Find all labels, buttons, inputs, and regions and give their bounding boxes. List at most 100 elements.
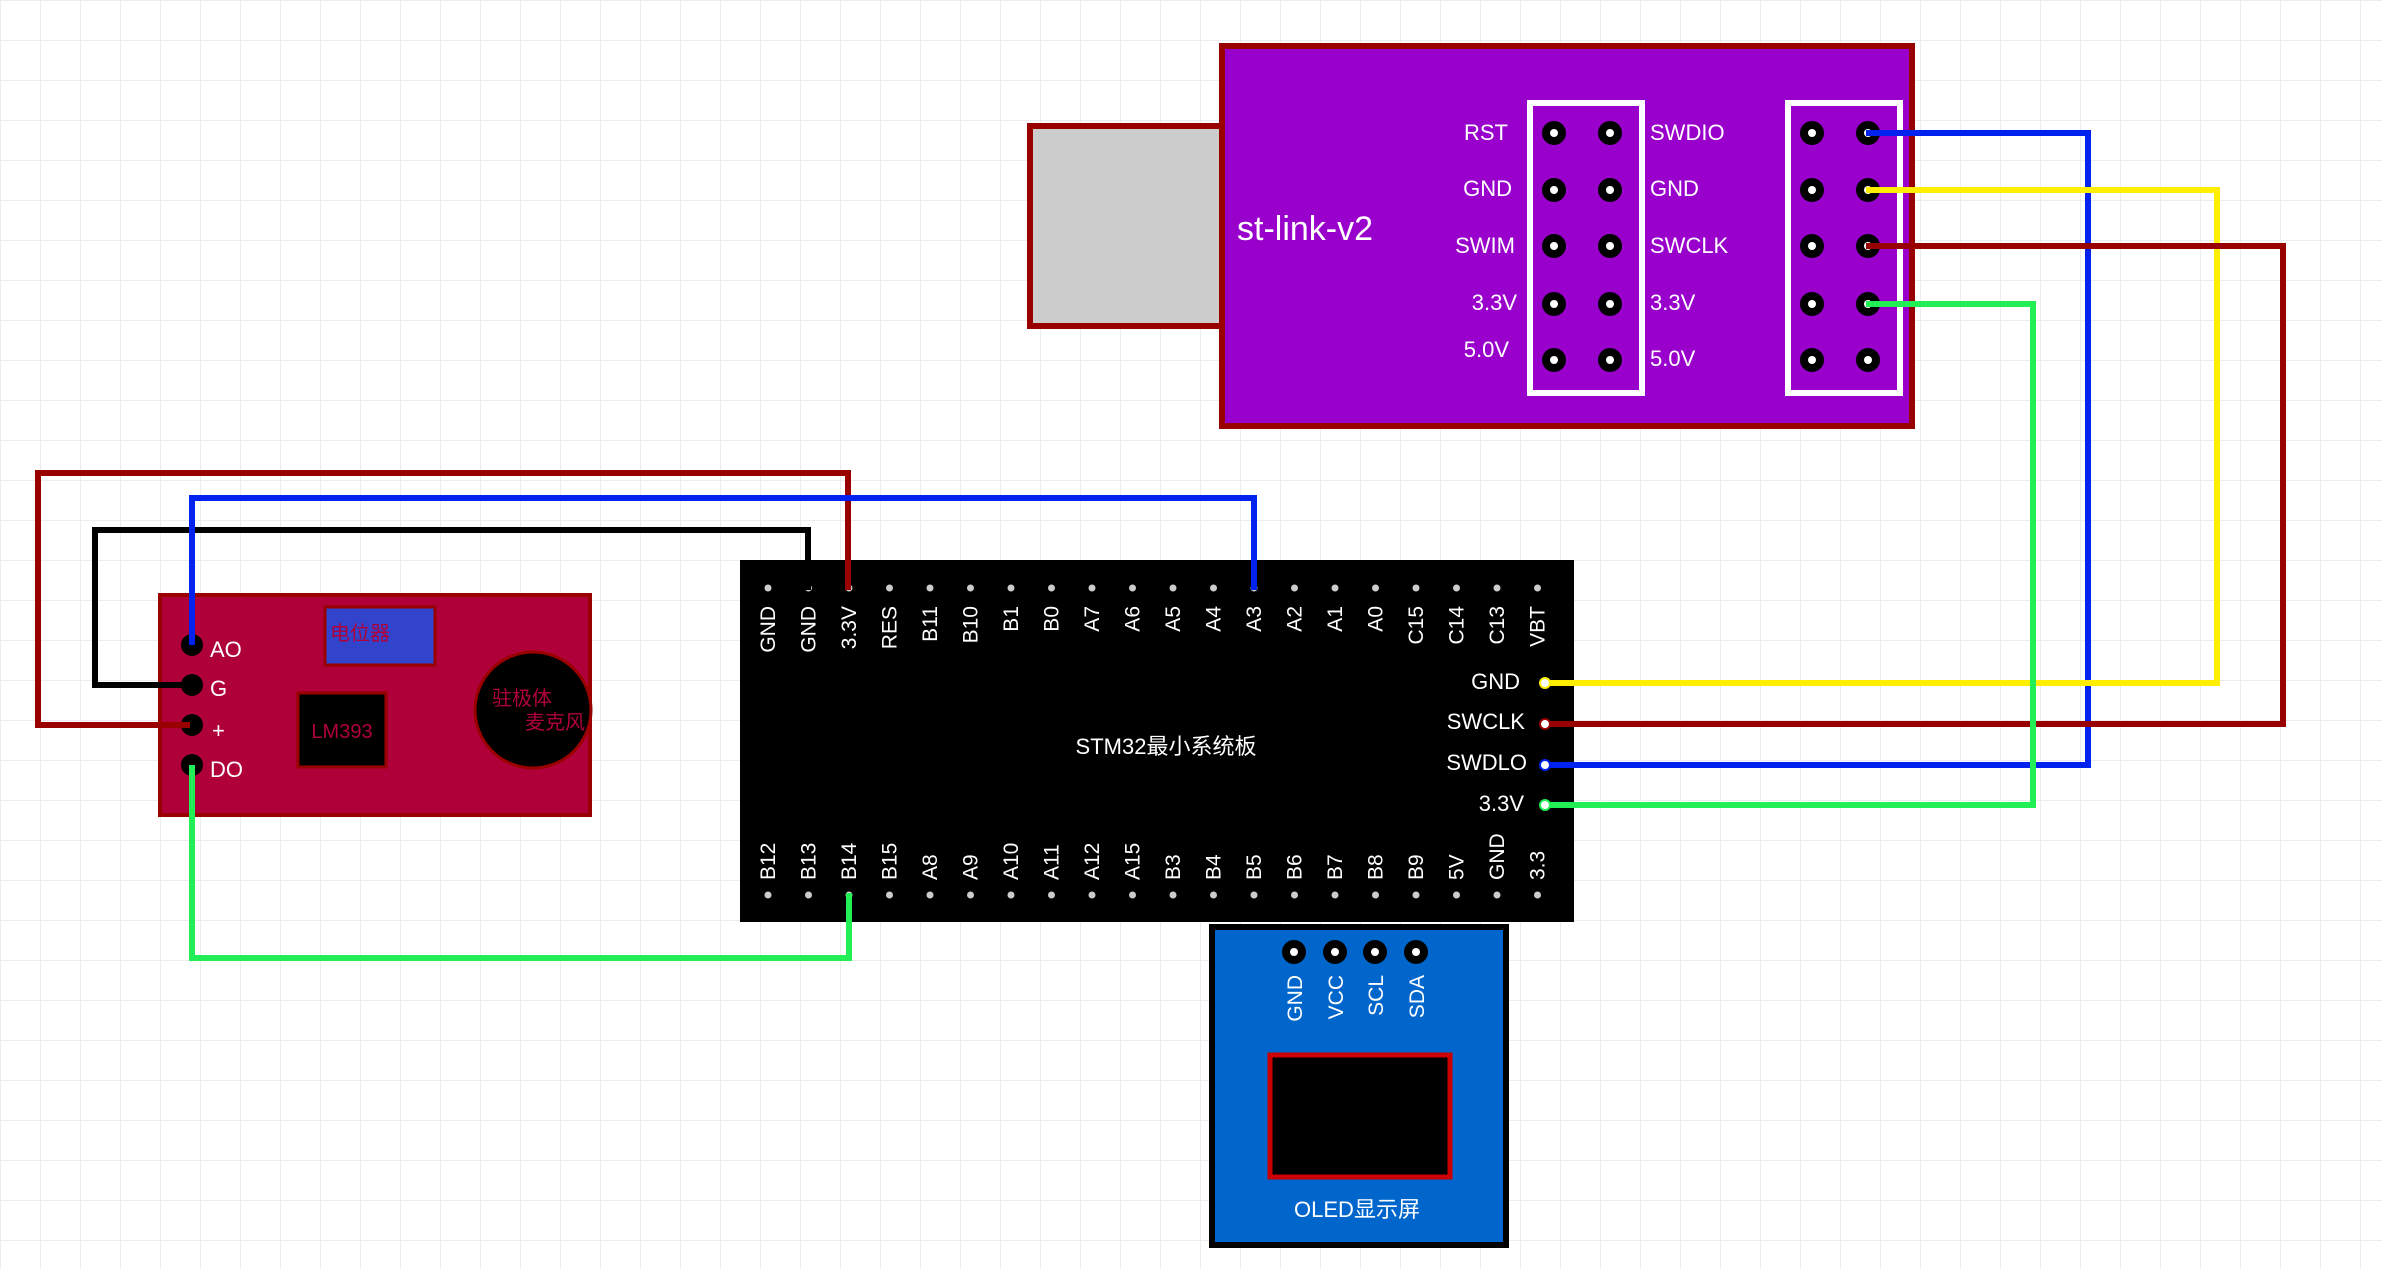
stm32-top-pin[interactable] [1129,584,1136,592]
stm32-bottom-pin[interactable] [1210,891,1217,899]
stm32-bottom-pin[interactable] [1250,891,1258,899]
stm32-bottom-pin-label: B12 [757,843,780,880]
oled-pin-label: SCL [1365,975,1388,1016]
stm32-bottom-pin[interactable] [1493,891,1501,899]
stm32-bottom-pin-label: A9 [960,854,983,880]
stm32-bottom-pin[interactable] [886,891,893,899]
stm32-top-pin-label: A3 [1243,606,1266,632]
stm32-top-pin[interactable] [1412,584,1420,592]
stm32-top-pin[interactable] [1534,584,1541,592]
stm32-bottom-pin[interactable] [926,891,934,899]
stm32-top-pin-label: A4 [1203,606,1226,632]
stm32-bottom-pin[interactable] [967,891,974,899]
stm32-bottom-pin[interactable] [1372,891,1379,899]
stlink-header-pin-hole [1606,186,1614,194]
stm32-top-pin[interactable] [764,584,772,592]
stm32-top-pin[interactable] [967,584,974,592]
stm32-bottom-pin-label: B3 [1162,854,1185,880]
stlink-header-pin-hole [1808,242,1816,250]
stlink-header-pin-hole [1808,356,1816,364]
stm32-top-pin[interactable] [1088,584,1096,592]
wire-endpoint [1539,718,1551,730]
stm32-bottom-pin[interactable] [1169,891,1177,899]
wire-3v3-stlink[interactable] [1543,301,2036,808]
stm32-top-pin-label: GND [798,606,821,653]
stm32-top-pin-label: C13 [1486,606,1509,645]
oled-pin-hole [1371,948,1379,956]
stm32-title: STM32最小系统板 [1076,734,1257,759]
stm32-bottom-pin[interactable] [1331,891,1339,899]
stm32-top-pin-label: A1 [1324,606,1347,632]
stlink-header-pin-hole [1808,129,1816,137]
sound-sensor-module[interactable]: 电位器 LM393 驻极体 麦克风 AO G + DO [158,593,593,817]
microphone-label-2: 麦克风 [525,711,585,734]
stm32-bottom-pin[interactable] [1412,891,1420,899]
stm32-top-pin[interactable] [1169,584,1177,592]
stm32-bottom-pin[interactable] [1534,891,1541,899]
stm32-right-pin-label: SWDLO [1446,750,1527,775]
oled-pin-label: VCC [1325,975,1348,1019]
stm32-top-pin[interactable] [1007,584,1015,592]
sound-pin[interactable] [181,674,203,696]
stm32-top-pin[interactable] [1372,584,1379,592]
stlink-header-pin-hole [1606,242,1614,250]
stm32-bottom-pin[interactable] [764,891,772,899]
wire-gnd-sound[interactable] [92,527,811,688]
wire-endpoint [1539,799,1551,811]
stm32-top-pin[interactable] [886,584,893,592]
oled-pin-label: SDA [1406,975,1429,1018]
stm32-top-pin-label: A7 [1081,606,1104,632]
stlink-left-label: 3.3V [1472,290,1518,315]
stm32-bottom-pin-label: B7 [1324,854,1347,880]
stm32-bottom-pin-label: B5 [1243,854,1266,880]
stm32-bottom-pin-label: A12 [1081,843,1104,880]
wire-vcc-sound[interactable] [35,470,851,728]
stlink-header-left [1527,100,1645,396]
stlink-header-pin-hole [1550,129,1558,137]
stm32-top-pin[interactable] [1048,584,1055,592]
stlink-module[interactable]: st-link-v2 RST GND SWIM 3.3V 5.0V SWDIO … [1027,43,1915,429]
sound-pin[interactable] [181,714,203,736]
stlink-header-pin-hole [1550,186,1558,194]
stlink-header-pin-hole [1550,356,1558,364]
stm32-top-pin[interactable] [1291,584,1298,592]
stm32-right-pin-label: GND [1471,669,1520,694]
wires [35,130,2286,961]
wire-swclk[interactable] [1543,243,2286,727]
stm32-top-pin[interactable] [1331,584,1339,592]
stm32-bottom-pin[interactable] [1048,891,1055,899]
stm32-bottom-pin[interactable] [1291,891,1298,899]
stm32-top-pin-label: RES [879,606,902,649]
wire-ao-a3[interactable] [189,495,1257,645]
wire-swdio[interactable] [1543,130,2091,768]
oled-screen [1267,1052,1453,1180]
stm32-top-pin[interactable] [926,584,934,592]
stm32-top-pin-label: B1 [1000,606,1023,632]
wire-gnd-stlink[interactable] [1543,187,2220,686]
stm32-bottom-pin-label: B15 [879,843,902,880]
stm32-top-pin-label: C14 [1446,606,1469,645]
stm32-top-pin[interactable] [1210,584,1217,592]
stm32-top-pin-label: A0 [1365,606,1388,632]
stlink-left-label: 5.0V [1464,337,1510,362]
stm32-top-pin[interactable] [1453,584,1460,592]
stm32-body [740,560,1574,922]
wire-endpoints [1539,677,1551,811]
stm32-top-pin[interactable] [1493,584,1501,592]
stm32-bottom-pin[interactable] [805,891,812,899]
stlink-header-pin-hole [1550,242,1558,250]
stlink-header-pin-hole [1864,356,1872,364]
stm32-bottom-pin[interactable] [1453,891,1460,899]
stlink-header-pin-hole [1808,300,1816,308]
stlink-right-label: 5.0V [1650,346,1696,371]
stm32-bottom-pin-label: 3.3 [1527,851,1550,880]
wire-do-b14[interactable] [189,765,852,961]
stm32-bottom-pin[interactable] [1088,891,1096,899]
oled-title: OLED显示屏 [1294,1197,1420,1222]
stm32-bottom-pin[interactable] [1007,891,1015,899]
stlink-header-pin-hole [1808,186,1816,194]
stm32-bottom-pin[interactable] [1129,891,1136,899]
stm32-bottom-pin-label: B9 [1405,854,1428,880]
